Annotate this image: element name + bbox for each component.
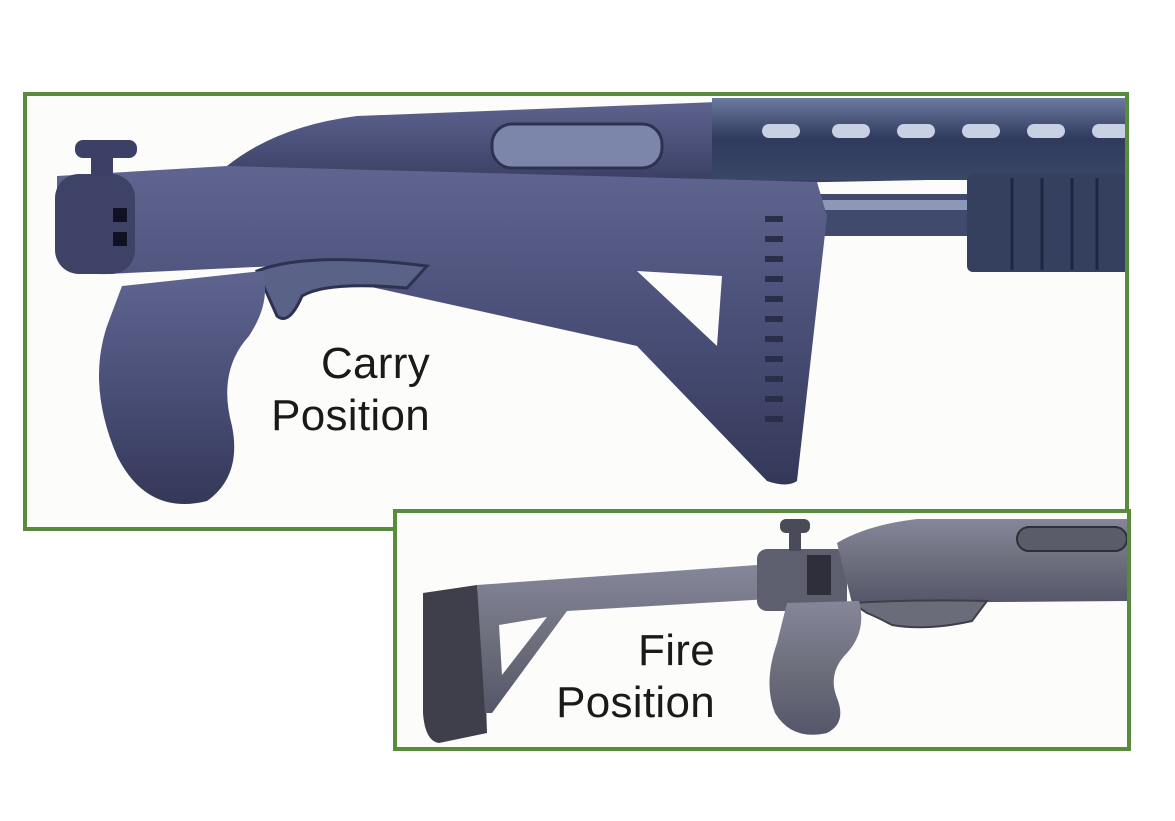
carry-position-caption: Carry Position — [230, 338, 430, 442]
carry-position-shotgun-image — [55, 98, 1125, 504]
fire-position-photo-frame — [393, 509, 1131, 751]
carry-caption-line1: Carry — [320, 339, 430, 388]
carry-caption-line2: Position — [271, 391, 430, 440]
fire-caption-line2: Position — [556, 678, 715, 727]
carry-position-photo-frame — [23, 92, 1129, 531]
fire-position-shotgun-image — [423, 519, 1127, 743]
fire-position-caption: Fire Position — [540, 625, 715, 729]
fire-caption-line1: Fire — [638, 626, 715, 675]
